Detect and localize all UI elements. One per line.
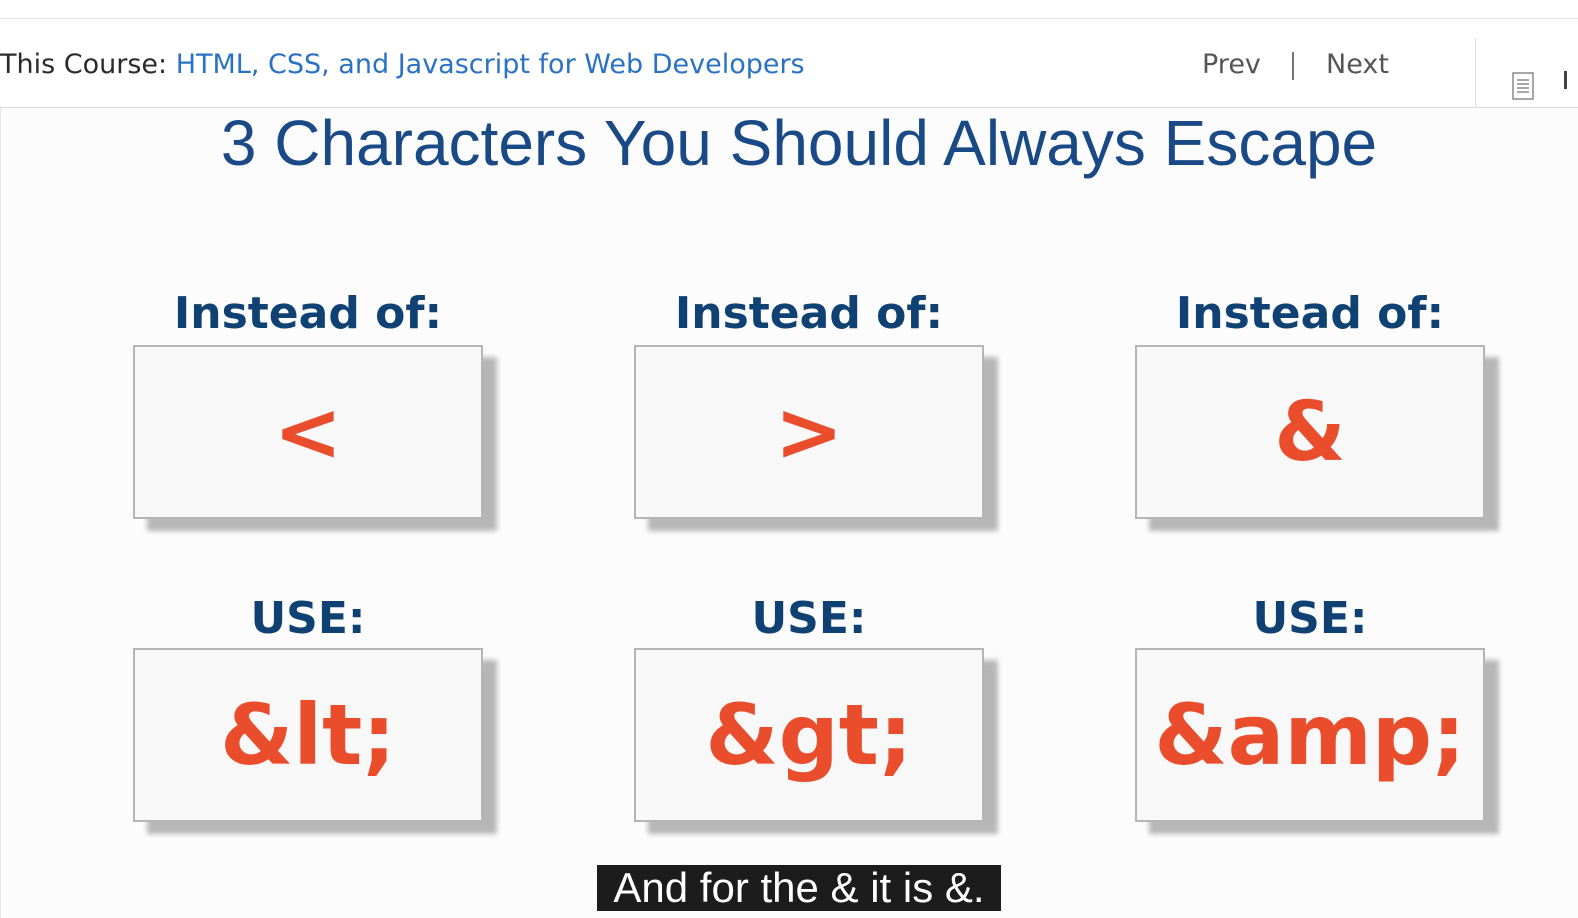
entity-card-amp: &amp;: [1135, 648, 1485, 822]
instead-of-heading: Instead of:: [1175, 288, 1445, 339]
character-ampersand: &: [1274, 384, 1346, 480]
character-greater-than: >: [774, 384, 844, 480]
use-heading: USE:: [250, 593, 366, 644]
entity-amp: &amp;: [1154, 686, 1466, 784]
character-card-less-than: <: [133, 345, 483, 519]
course-title-link[interactable]: HTML, CSS, and Javascript for Web Develo…: [175, 49, 805, 80]
slide-title: 3 Characters You Should Always Escape: [220, 107, 1378, 179]
use-heading: USE:: [1252, 593, 1368, 644]
course-label: This Course:: [0, 49, 168, 80]
video-caption: And for the & it is &.: [597, 865, 1001, 911]
entity-card-lt: &lt;: [133, 648, 483, 822]
character-card-ampersand: &: [1135, 345, 1485, 519]
next-button[interactable]: Next: [1326, 49, 1389, 80]
entity-lt: &lt;: [220, 686, 396, 784]
course-breadcrumb: This Course: HTML, CSS, and Javascript f…: [0, 49, 805, 80]
use-heading: USE:: [751, 593, 867, 644]
instead-of-heading: Instead of:: [173, 288, 443, 339]
prev-button[interactable]: Prev: [1202, 49, 1261, 80]
instead-of-heading: Instead of:: [674, 288, 944, 339]
entity-gt: &gt;: [705, 686, 913, 784]
character-card-greater-than: >: [634, 345, 984, 519]
sidebar-divider: [1475, 38, 1476, 127]
course-nav-bar: This Course: HTML, CSS, and Javascript f…: [0, 19, 1578, 127]
character-less-than: <: [273, 384, 343, 480]
document-icon[interactable]: [1512, 72, 1534, 100]
entity-card-gt: &gt;: [634, 648, 984, 822]
nav-divider: [1292, 52, 1294, 80]
truncated-icon: [1564, 71, 1567, 89]
browser-top-strip: [0, 0, 1578, 19]
